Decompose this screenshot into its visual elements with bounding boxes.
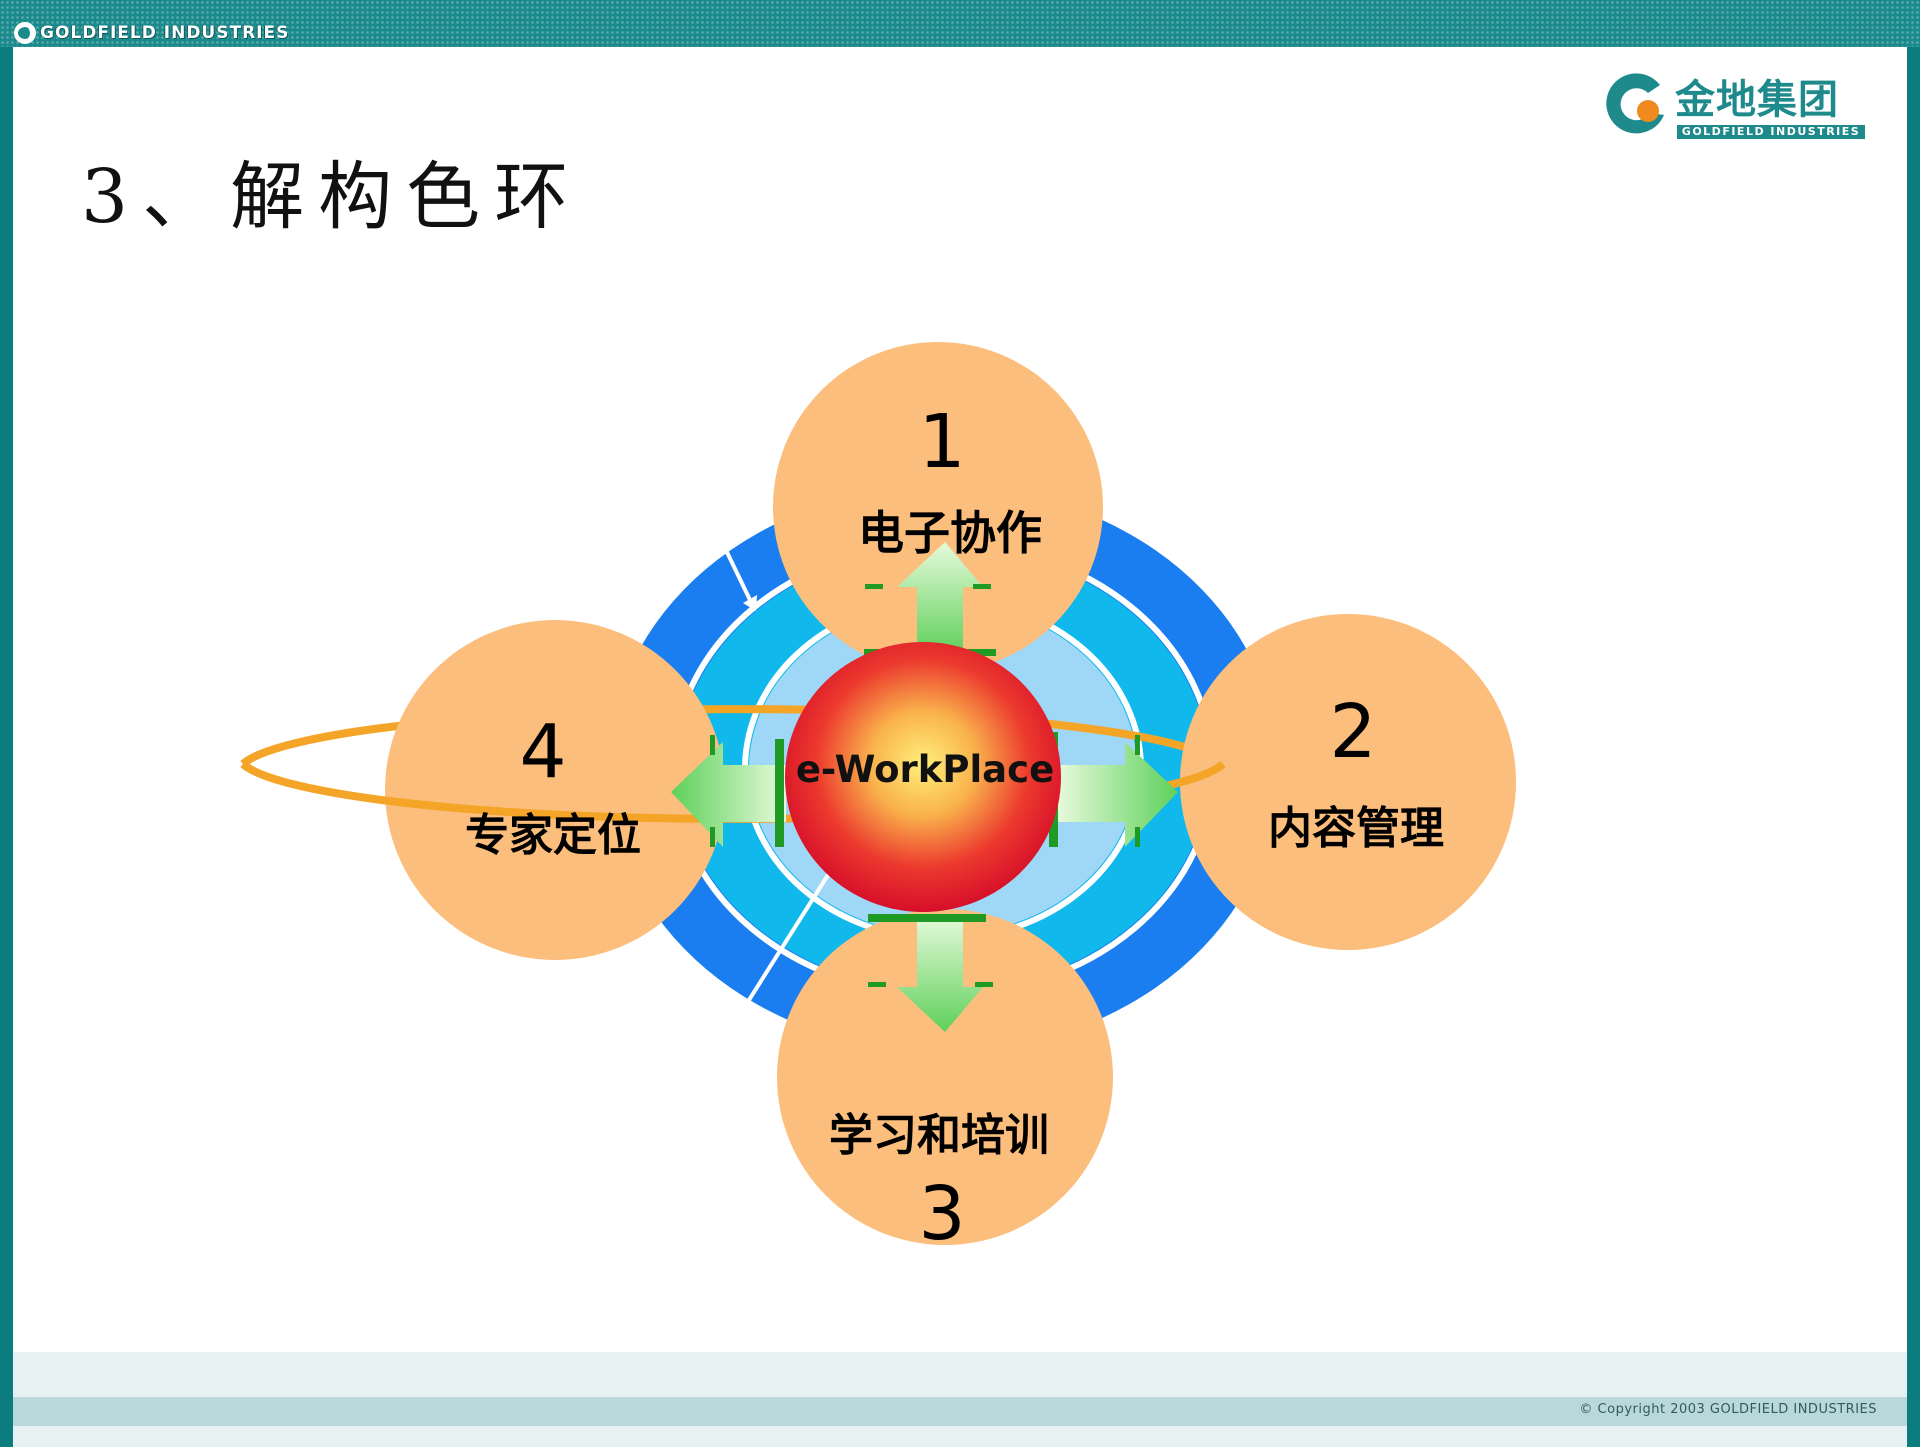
- header-brand-text: GOLDFIELD INDUSTRIES: [40, 23, 290, 43]
- slide: © Copyright 2003 GOLDFIELD INDUSTRIES 金地…: [13, 47, 1907, 1447]
- arrow-down: [868, 914, 993, 1032]
- node-4-circle: [385, 620, 725, 960]
- node-4-label: 专家定位: [465, 810, 641, 861]
- header-bar: GOLDFIELD INDUSTRIES: [0, 0, 1920, 47]
- center-label: e-WorkPlace: [796, 748, 1054, 791]
- node-1-number: 1: [918, 399, 965, 485]
- company-logo: 金地集团 GOLDFIELD INDUSTRIES: [1598, 65, 1898, 145]
- node-1-circle: [773, 342, 1103, 672]
- node-2-label: 内容管理: [1268, 803, 1444, 854]
- node-4-number: 4: [519, 709, 566, 795]
- node-3-circle: [777, 909, 1113, 1245]
- node-3-label: 学习和培训: [829, 1110, 1049, 1161]
- logo-name: 金地集团: [1675, 77, 1839, 123]
- header-brand: GOLDFIELD INDUSTRIES: [14, 22, 289, 44]
- white-pointer-line-bottom: [711, 865, 835, 1059]
- white-pointer-head-top: [743, 595, 757, 611]
- goldfield-mini-logo-icon: [14, 22, 36, 44]
- footer-band: [13, 1397, 1907, 1426]
- copyright-text: © Copyright 2003 GOLDFIELD INDUSTRIES: [1579, 1402, 1877, 1417]
- page-title: 3、解构色环: [81, 154, 583, 240]
- node-1-label: 电子协作: [858, 506, 1042, 560]
- orbit-back: [240, 705, 1226, 767]
- node-3-number: 3: [918, 1171, 965, 1257]
- arrow-left: [671, 735, 786, 847]
- node-2-circle: [1180, 614, 1516, 950]
- center-sphere: [785, 642, 1061, 912]
- color-wheel-diagram: e-WorkPlace 1 电子协作 2 内容管理 学习和培训 3 4 专家定位: [240, 342, 1516, 1257]
- node-2-number: 2: [1329, 689, 1376, 775]
- white-pointer-line-top: [708, 516, 753, 603]
- goldfield-logo-icon: [1606, 73, 1664, 134]
- logo-sub: GOLDFIELD INDUSTRIES: [1677, 125, 1865, 139]
